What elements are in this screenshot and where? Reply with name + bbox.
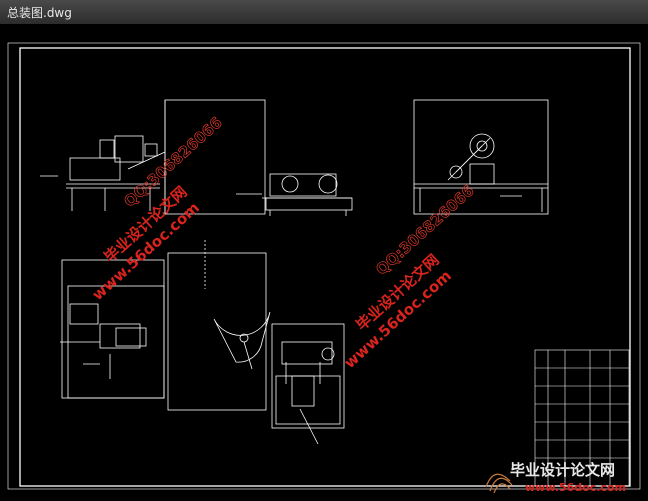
sheet-inner-border [19, 47, 631, 487]
side-view [413, 99, 549, 215]
title-block [534, 349, 630, 487]
drawing-canvas[interactable]: www.56doc.com 毕业设计论文网 QQ:306826066 www.5… [0, 24, 648, 497]
plan-view-right [271, 323, 345, 445]
front-view-assembly [40, 99, 266, 289]
watermark-group-left: www.56doc.com 毕业设计论文网 QQ:306826066 [89, 113, 226, 304]
corner-logo: 毕业设计论文网 www.56doc.com [480, 457, 648, 497]
cad-drawing: www.56doc.com 毕业设计论文网 QQ:306826066 www.5… [7, 42, 641, 490]
corner-logo-text: 毕业设计论文网 [510, 461, 615, 479]
fingerprint-icon [485, 473, 513, 494]
window-title: 总装图.dwg [7, 6, 72, 20]
sheet-outer-border [7, 42, 641, 490]
gearbox-unit [236, 173, 353, 216]
center-view [167, 252, 271, 411]
corner-logo-url: www.56doc.com [525, 481, 626, 494]
window-titlebar: 总装图.dwg [0, 0, 648, 25]
plan-view-left [60, 259, 165, 399]
